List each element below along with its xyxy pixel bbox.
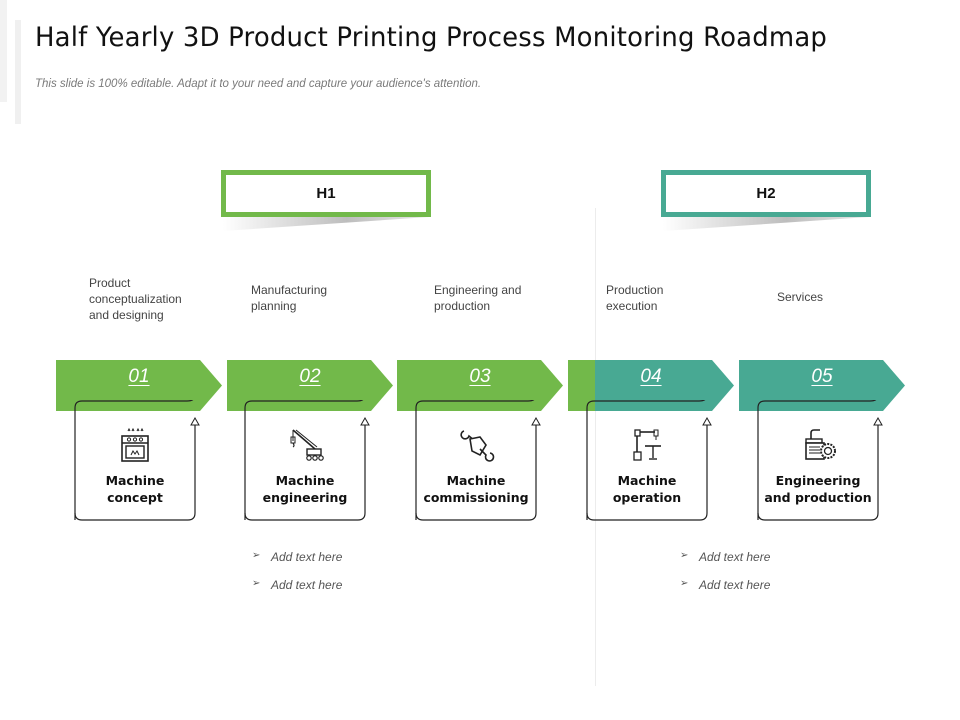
stage-description: Services xyxy=(777,290,824,304)
list-item: ➢ Add text here xyxy=(680,578,770,606)
decorative-bar xyxy=(0,0,7,102)
list-item: ➢ Add text here xyxy=(252,550,342,578)
title-line: operation xyxy=(612,490,682,505)
card-frame xyxy=(586,400,712,521)
stage-number: 01 xyxy=(128,366,150,387)
stage-description: Production execution xyxy=(606,283,664,313)
bullet-text: Add text here xyxy=(271,578,343,592)
stage-title: Machine operation xyxy=(586,472,708,506)
stage-arrow-03: 03 xyxy=(397,360,563,411)
card-frame xyxy=(244,400,370,521)
stage-number: 04 xyxy=(640,366,662,387)
card-frame xyxy=(74,400,200,521)
title-line: Machine xyxy=(275,473,335,488)
bullet-text: Add text here xyxy=(699,578,771,592)
title-line: and production xyxy=(764,490,872,505)
list-item: ➢ Add text here xyxy=(252,578,342,606)
factory-gear-icon xyxy=(805,429,836,460)
stage-description: Product conceptualization and designing xyxy=(89,276,182,322)
stage-card: Machine commissioning xyxy=(415,400,541,521)
stage-card: Engineering and production xyxy=(757,400,883,521)
arrow-bullet-icon: ➢ xyxy=(252,578,261,589)
stage-arrow-05: 05 xyxy=(739,360,905,411)
header-shadow xyxy=(223,217,429,231)
arrow-bullet-icon: ➢ xyxy=(252,550,261,561)
card-frame xyxy=(415,400,541,521)
stage-arrow-02: 02 xyxy=(227,360,393,411)
stage-title: Machine engineering xyxy=(244,472,366,506)
stage-title: Machine concept xyxy=(74,472,196,506)
decorative-bar xyxy=(15,20,21,124)
header-shadow xyxy=(663,217,869,231)
crane-icon xyxy=(290,429,324,461)
stage-number: 03 xyxy=(469,366,491,387)
card-frame xyxy=(757,400,883,521)
bullet-list-h2: ➢ Add text here ➢ Add text here xyxy=(680,550,770,606)
half-label: H1 xyxy=(221,170,431,217)
stage-title: Machine commissioning xyxy=(415,472,537,506)
stage-arrow-04: 04 xyxy=(568,360,734,411)
title-line: commissioning xyxy=(423,490,529,505)
stage-arrow-01: 01 xyxy=(56,360,222,411)
robotic-arm-icon xyxy=(633,429,661,461)
bullet-text: Add text here xyxy=(271,550,343,564)
stage-card: Machine operation xyxy=(586,400,712,521)
stage-card: Machine concept xyxy=(74,400,200,521)
title-line: concept xyxy=(107,490,163,505)
title-line: Engineering xyxy=(775,473,861,488)
stage-description: Manufacturing planning xyxy=(251,283,328,313)
stage-title: Engineering and production xyxy=(757,472,879,506)
half-divider xyxy=(595,208,596,686)
bullet-list-h1: ➢ Add text here ➢ Add text here xyxy=(252,550,342,606)
half-label: H2 xyxy=(661,170,871,217)
title-line: engineering xyxy=(262,490,348,505)
list-item: ➢ Add text here xyxy=(680,550,770,578)
bullet-text: Add text here xyxy=(699,550,771,564)
stage-number: 02 xyxy=(299,366,321,387)
title-line: Machine xyxy=(105,473,165,488)
page-subtitle: This slide is 100% editable. Adapt it to… xyxy=(35,78,482,90)
title-line: Machine xyxy=(446,473,506,488)
page-title: Half Yearly 3D Product Printing Process … xyxy=(35,22,828,53)
stage-description: Engineering and production xyxy=(434,283,522,313)
half-header-h1: H1 xyxy=(221,170,431,231)
stage-number: 05 xyxy=(811,366,833,387)
hand-wrench-icon xyxy=(460,430,495,462)
oven-icon xyxy=(121,427,149,462)
stage-card: Machine engineering xyxy=(244,400,370,521)
title-line: Machine xyxy=(617,473,677,488)
arrow-bullet-icon: ➢ xyxy=(680,578,689,589)
arrow-bullet-icon: ➢ xyxy=(680,550,689,561)
half-header-h2: H2 xyxy=(661,170,871,231)
